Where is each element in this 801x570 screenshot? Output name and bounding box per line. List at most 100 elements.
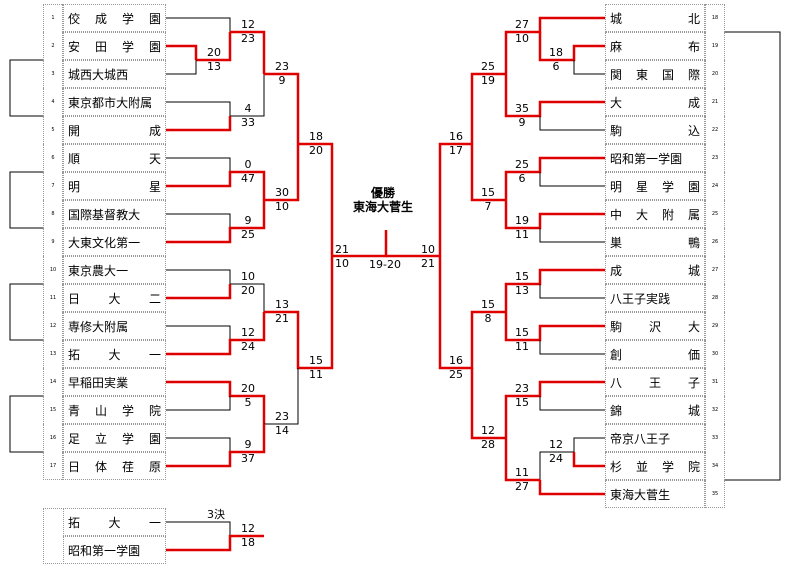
match-score: 20 bbox=[207, 46, 221, 59]
match-score: 7 bbox=[484, 200, 492, 213]
match-score: 23 bbox=[275, 410, 289, 423]
bracket-line bbox=[166, 213, 231, 228]
bracket-line bbox=[539, 284, 605, 299]
winner-path bbox=[196, 32, 232, 62]
winner-path bbox=[166, 44, 198, 60]
match-score: 15 bbox=[481, 186, 495, 199]
match-score: 18 bbox=[549, 46, 563, 59]
match-score: 20 bbox=[241, 382, 255, 395]
match-score: 20 bbox=[241, 284, 255, 297]
third-place-score-top: 12 bbox=[241, 522, 255, 535]
winner-path bbox=[438, 256, 506, 370]
winner-path bbox=[166, 534, 264, 552]
third-place-frame bbox=[43, 508, 166, 564]
bracket-line bbox=[166, 60, 197, 75]
winner-path bbox=[166, 170, 266, 200]
champion-label: 優勝 bbox=[370, 186, 395, 200]
match-score: 24 bbox=[549, 452, 563, 465]
bracket-line bbox=[166, 17, 231, 32]
bracket-line bbox=[573, 60, 605, 75]
bracket-line bbox=[166, 325, 231, 340]
match-score: 10 bbox=[515, 32, 529, 45]
team-name: 駒込 bbox=[605, 116, 705, 144]
match-score: 0 bbox=[244, 158, 252, 171]
team-name: 大東文化第一 bbox=[63, 228, 166, 256]
winner-path bbox=[166, 424, 266, 468]
match-score: 10 bbox=[421, 243, 435, 256]
bracket-line bbox=[539, 172, 605, 187]
bracket-line bbox=[539, 396, 605, 411]
match-score: 11 bbox=[515, 228, 529, 241]
match-score: 13 bbox=[207, 60, 221, 73]
team-name: 拓大一 bbox=[63, 340, 166, 368]
match-score: 15 bbox=[481, 298, 495, 311]
match-score: 13 bbox=[275, 298, 289, 311]
match-score: 12 bbox=[549, 438, 563, 451]
team-name: 開成 bbox=[63, 116, 166, 144]
match-score: 33 bbox=[241, 116, 255, 129]
champion-name: 東海大菅生 bbox=[352, 200, 413, 214]
match-score: 12 bbox=[481, 424, 495, 437]
match-score: 35 bbox=[515, 102, 529, 115]
match-score: 12 bbox=[241, 18, 255, 31]
match-score: 30 bbox=[275, 186, 289, 199]
match-score: 16 bbox=[449, 354, 463, 367]
team-name: 巣鴨 bbox=[605, 228, 705, 256]
match-score: 9 bbox=[518, 116, 526, 129]
match-score: 16 bbox=[449, 130, 463, 143]
team-name: 錦城 bbox=[605, 396, 705, 424]
bracket-line bbox=[539, 116, 605, 131]
bracket-line bbox=[539, 228, 605, 243]
placement-bracket bbox=[9, 171, 43, 229]
winner-path bbox=[166, 284, 232, 300]
table-frame bbox=[43, 4, 166, 480]
placement-bracket bbox=[9, 283, 43, 341]
third-place-label: 3決 bbox=[207, 508, 225, 521]
final-score: 19-20 bbox=[369, 258, 401, 271]
match-score: 20 bbox=[309, 144, 323, 157]
match-score: 15 bbox=[515, 396, 529, 409]
match-score: 10 bbox=[241, 270, 255, 283]
team-name: 日大二 bbox=[63, 284, 166, 312]
team-name: 大成 bbox=[605, 88, 705, 116]
match-score: 27 bbox=[515, 480, 529, 493]
winner-path bbox=[166, 312, 266, 356]
match-score: 37 bbox=[241, 452, 255, 465]
bracket-line bbox=[166, 437, 231, 452]
winner-path bbox=[504, 438, 540, 482]
match-score: 19 bbox=[481, 74, 495, 87]
match-score: 15 bbox=[515, 326, 529, 339]
bracket-line bbox=[166, 157, 231, 172]
match-score: 10 bbox=[335, 257, 349, 270]
match-score: 14 bbox=[275, 424, 289, 437]
team-name: 早稲田実業 bbox=[63, 368, 166, 396]
match-score: 9 bbox=[244, 438, 252, 451]
winner-path bbox=[470, 144, 506, 202]
team-name: 東京農大一 bbox=[63, 256, 166, 284]
match-score: 11 bbox=[309, 368, 323, 381]
bracket-line bbox=[539, 340, 605, 355]
match-score: 23 bbox=[241, 32, 255, 45]
match-score: 17 bbox=[449, 144, 463, 157]
team-name: 城西大城西 bbox=[63, 60, 166, 88]
match-score: 25 bbox=[515, 158, 529, 171]
match-score: 13 bbox=[515, 284, 529, 297]
match-score: 25 bbox=[241, 228, 255, 241]
team-name: 成城 bbox=[605, 256, 705, 284]
team-name: 足立学園 bbox=[63, 424, 166, 452]
match-score: 11 bbox=[515, 466, 529, 479]
bracket-line bbox=[166, 396, 231, 411]
winner-path bbox=[572, 452, 605, 468]
team-name: 専修大附属 bbox=[63, 312, 166, 340]
winner-path bbox=[166, 200, 266, 244]
winner-path bbox=[230, 30, 266, 74]
team-name: 明星学園 bbox=[605, 172, 705, 200]
placement-bracket bbox=[725, 31, 781, 481]
winner-path bbox=[298, 142, 334, 256]
match-score: 24 bbox=[241, 340, 255, 353]
match-score: 21 bbox=[335, 243, 349, 256]
third-place-score-bottom: 18 bbox=[241, 536, 255, 549]
match-score: 15 bbox=[515, 270, 529, 283]
